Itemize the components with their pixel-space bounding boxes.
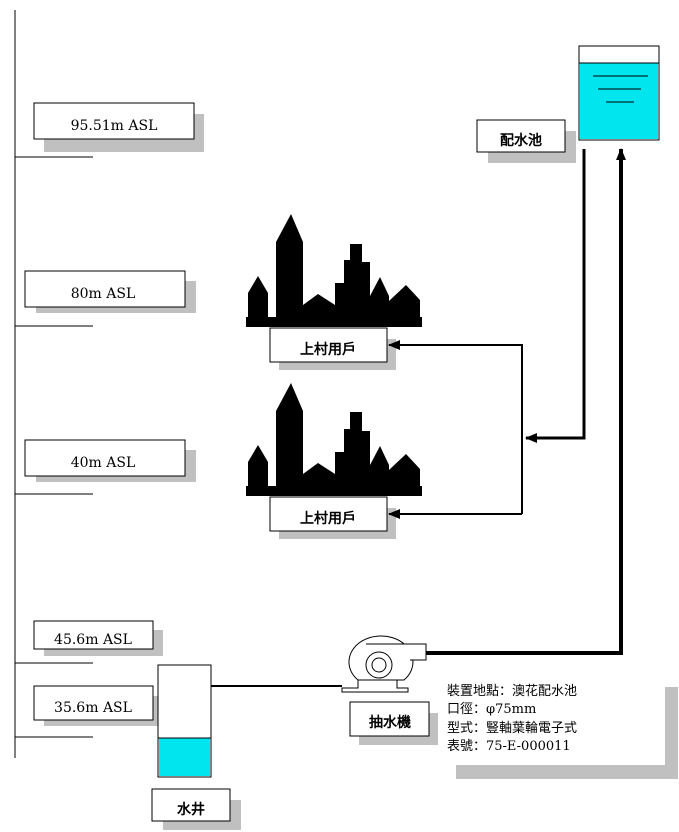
village-label-lower: 上村用戶 (269, 496, 396, 539)
pump-icon (341, 635, 427, 693)
elevation-label-2: 80m ASL (24, 270, 196, 313)
pump-label: 抽水機 (349, 701, 438, 745)
pipe-pump-to-reservoir (426, 148, 626, 655)
svg-text:上村用戶: 上村用戶 (300, 341, 356, 358)
well-label: 水井 (151, 788, 241, 830)
pump-type: 型式：豎軸葉輪電子式 (447, 720, 577, 736)
pump-install-location: 裝置地點：澳花配水池 (447, 683, 577, 699)
svg-text:40m ASL: 40m ASL (71, 455, 136, 471)
pump-caliber: 口徑：φ75mm (447, 702, 536, 717)
village-buildings-lower (246, 383, 422, 496)
elevation-label-1: 95.51m ASL (33, 102, 204, 152)
well-tank (157, 664, 212, 778)
reservoir-label: 配水池 (476, 119, 576, 163)
svg-text:抽水機: 抽水機 (369, 714, 411, 731)
svg-text:35.6m ASL: 35.6m ASL (54, 700, 132, 716)
svg-text:上村用戶: 上村用戶 (300, 510, 356, 527)
elevation-label-4: 45.6m ASL (33, 620, 163, 656)
svg-text:配水池: 配水池 (500, 132, 542, 149)
svg-text:45.6m ASL: 45.6m ASL (54, 632, 132, 648)
reservoir-tank (578, 45, 660, 141)
svg-text:95.51m ASL: 95.51m ASL (71, 118, 158, 134)
svg-text:80m ASL: 80m ASL (71, 286, 136, 302)
pump-meter-number: 表號：75-E-000011 (447, 739, 571, 754)
pipe-reservoir-to-junction (525, 149, 586, 443)
village-buildings-upper (246, 214, 422, 327)
svg-text:水井: 水井 (177, 801, 205, 818)
elevation-label-3: 40m ASL (24, 439, 196, 482)
village-label-upper: 上村用戶 (269, 327, 396, 370)
pump-info-block: 裝置地點：澳花配水池 口徑：φ75mm 型式：豎軸葉輪電子式 表號：75-E-0… (447, 683, 678, 779)
elevation-label-5: 35.6m ASL (33, 685, 163, 726)
